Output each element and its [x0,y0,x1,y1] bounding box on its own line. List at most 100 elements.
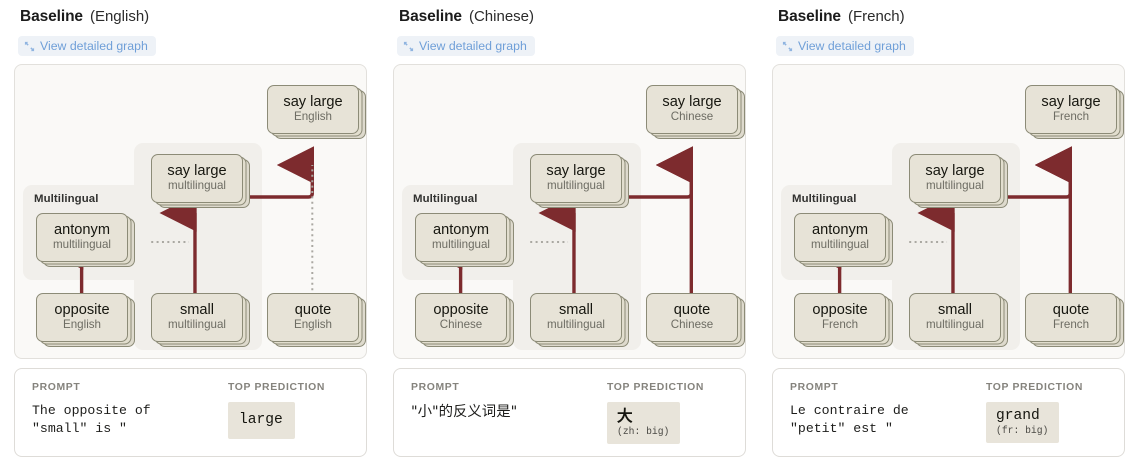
top-prediction-gloss: (fr: big) [996,425,1049,437]
baseline-panel-french: Baseline (French) View detailed graph Mu… [758,0,1137,473]
baseline-panel-english: Baseline (English) View detailed graph M… [0,0,379,473]
node-sublabel: French [821,318,859,332]
attribution-graph[interactable]: Multilingual [393,63,746,359]
node-sublabel: multilingual [168,179,226,193]
attribution-graph[interactable]: Multilingual [14,63,367,359]
prompt-text: Le contraire de "petit" est " [790,402,909,437]
node-title: small [179,301,215,318]
top-prediction-chip: 大 (zh: big) [607,401,681,445]
node-antonym-multilingual[interactable]: antonym multilingual [415,212,515,268]
node-antonym-multilingual[interactable]: antonym multilingual [36,212,136,268]
top-prediction-chip: large [228,401,295,440]
group-label-multilingual: Multilingual [413,192,478,205]
node-quote[interactable]: quote Chinese [646,292,745,348]
panel-header: Baseline (French) [772,0,1125,30]
group-label-multilingual: Multilingual [792,192,857,205]
node-say-large-multilingual[interactable]: say large multilingual [909,153,1009,209]
node-sublabel: English [293,318,333,332]
node-title: antonym [812,221,868,238]
prompt-panel: PROMPT "小"的反义词是" TOP PREDICTION 大 (zh: b… [393,367,746,457]
prompt-text: "小"的反义词是" [411,403,518,420]
attribution-graph[interactable]: Multilingual [772,63,1125,359]
prompt-panel: PROMPT The opposite of "small" is " TOP … [14,367,367,457]
edge-layer [804,145,1072,301]
top-prediction-value: grand [996,407,1040,424]
top-prediction-label: TOP PREDICTION [607,381,705,393]
view-detailed-graph-label: View detailed graph [419,39,527,53]
view-detailed-graph-link[interactable]: View detailed graph [18,36,156,56]
node-sublabel: French [1052,318,1090,332]
node-title: opposite [812,301,868,318]
node-sublabel: Chinese [670,110,714,124]
edge-saylarge-to-output [622,145,693,199]
node-sublabel: multilingual [926,179,984,193]
page-title: Baseline [399,8,462,25]
node-title: small [558,301,594,318]
page-title: Baseline [20,8,83,25]
node-opposite[interactable]: opposite English [36,292,136,348]
panel-language-label: (French) [847,8,905,25]
prompt-column: PROMPT Le contraire de "petit" est " [790,382,986,456]
prediction-column: TOP PREDICTION large [228,382,350,456]
top-prediction-label: TOP PREDICTION [986,381,1084,393]
node-say-large-multilingual[interactable]: say large multilingual [151,153,251,209]
prompt-label: PROMPT [790,381,839,393]
top-prediction-gloss: (zh: big) [617,426,670,438]
view-detailed-graph-link[interactable]: View detailed graph [776,36,914,56]
node-output-say-large[interactable]: say large Chinese [646,84,745,140]
node-sublabel: English [62,318,102,332]
top-prediction-label: TOP PREDICTION [228,381,326,393]
node-title: say large [167,162,227,179]
prompt-label: PROMPT [32,381,81,393]
node-sublabel: multilingual [547,179,605,193]
node-quote[interactable]: quote French [1025,292,1124,348]
node-title: quote [294,301,332,318]
node-title: quote [1052,301,1090,318]
panel-language-label: (English) [89,8,150,25]
view-detailed-graph-link[interactable]: View detailed graph [397,36,535,56]
edge-saylarge-to-output [1001,145,1072,199]
prompt-column: PROMPT "小"的反义词是" [411,382,607,456]
node-title: quote [673,301,711,318]
node-title: antonym [54,221,110,238]
node-opposite[interactable]: opposite French [794,292,894,348]
panel-language-label: (Chinese) [468,8,534,25]
expand-diagonal-icon [782,41,793,52]
node-output-say-large[interactable]: say large French [1025,84,1124,140]
edge-layer [425,145,693,301]
node-small-multilingual[interactable]: small multilingual [151,292,251,348]
node-output-say-large[interactable]: say large English [267,84,366,140]
prompt-column: PROMPT The opposite of "small" is " [32,382,228,456]
node-sublabel: French [1052,110,1090,124]
node-opposite[interactable]: opposite Chinese [415,292,515,348]
node-sublabel: multilingual [168,318,226,332]
node-title: say large [1041,93,1101,110]
node-say-large-multilingual[interactable]: say large multilingual [530,153,630,209]
baseline-panel-chinese: Baseline (Chinese) View detailed graph M… [379,0,758,473]
node-sublabel: Chinese [439,318,483,332]
node-title: small [937,301,973,318]
prompt-text: The opposite of "small" is " [32,402,151,437]
node-sublabel: English [293,110,333,124]
page-title: Baseline [778,8,841,25]
expand-diagonal-icon [403,41,414,52]
node-small-multilingual[interactable]: small multilingual [530,292,630,348]
prompt-label: PROMPT [411,381,460,393]
node-quote[interactable]: quote English [267,292,366,348]
node-sublabel: multilingual [926,318,984,332]
prompt-panel: PROMPT Le contraire de "petit" est " TOP… [772,367,1125,457]
node-title: say large [546,162,606,179]
node-title: say large [283,93,343,110]
node-small-multilingual[interactable]: small multilingual [909,292,1009,348]
edge-saylarge-to-output [243,145,314,199]
view-detailed-graph-label: View detailed graph [798,39,906,53]
view-detailed-graph-label: View detailed graph [40,39,148,53]
node-title: antonym [433,221,489,238]
top-prediction-value: large [239,411,283,428]
top-prediction-chip: grand (fr: big) [986,401,1060,443]
node-title: opposite [433,301,489,318]
node-antonym-multilingual[interactable]: antonym multilingual [794,212,894,268]
prediction-column: TOP PREDICTION grand (fr: big) [986,382,1108,456]
